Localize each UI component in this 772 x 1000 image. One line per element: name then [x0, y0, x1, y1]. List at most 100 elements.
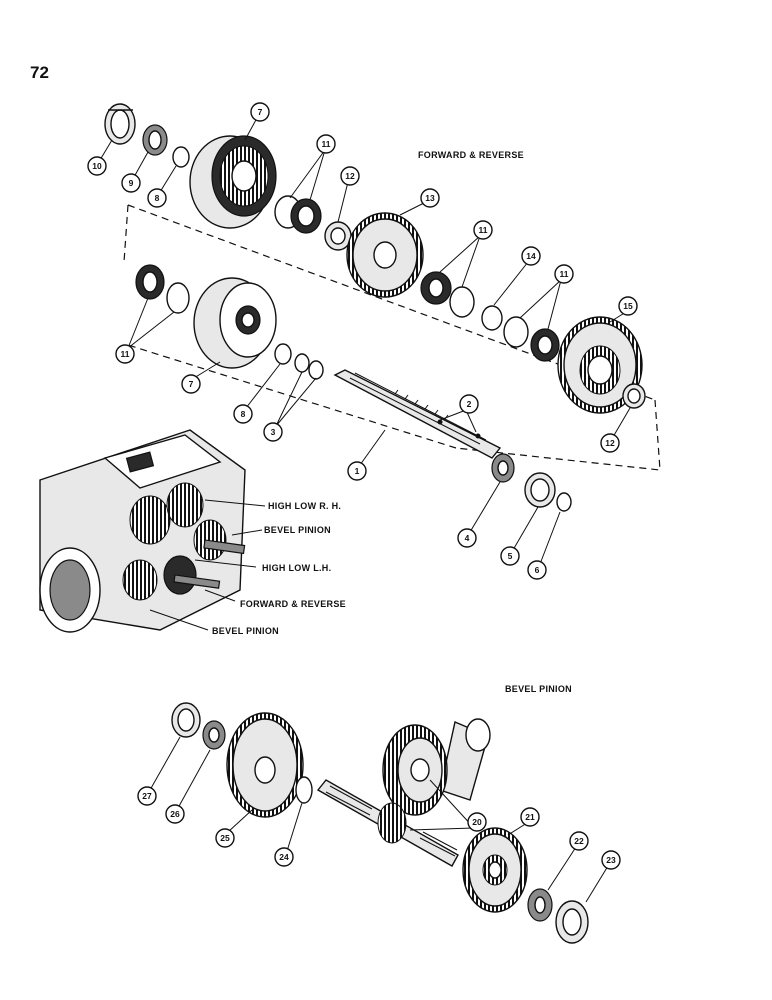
part-11-seal-ring-left — [166, 282, 190, 314]
part-11-seal-ring-mid — [449, 286, 475, 318]
part-10-bearing-cup — [104, 103, 136, 145]
part-20-bevel-gear — [382, 718, 491, 816]
callout-22: 22 — [569, 831, 589, 851]
svg-text:26: 26 — [170, 809, 180, 819]
part-1-shaft — [333, 369, 502, 459]
callout-15: 15 — [618, 296, 638, 316]
part-27-bearing-cup — [171, 702, 201, 738]
svg-text:20: 20 — [472, 817, 482, 827]
callout-7-lower: 7 — [181, 374, 201, 394]
callout-14: 14 — [521, 246, 541, 266]
part-6-ring — [556, 492, 572, 512]
part-26-bearing-cone — [202, 720, 226, 750]
callout-12-right: 12 — [600, 433, 620, 453]
label-bevel-pinion-section: BEVEL PINION — [505, 684, 572, 694]
part-8-snap-ring — [172, 146, 190, 168]
part-11-seal-ring-right — [503, 316, 529, 348]
svg-text:14: 14 — [526, 251, 536, 261]
svg-text:25: 25 — [220, 833, 230, 843]
label-bevel-pinion-1: BEVEL PINION — [264, 525, 331, 535]
callout-11-top: 11 — [316, 134, 336, 154]
callout-9: 9 — [121, 173, 141, 193]
svg-text:2: 2 — [467, 399, 472, 409]
svg-text:12: 12 — [605, 438, 615, 448]
svg-text:23: 23 — [606, 855, 616, 865]
transmission-case — [39, 429, 246, 633]
forward-reverse-group — [104, 103, 661, 512]
part-11-bearing-mid — [420, 271, 452, 305]
callout-5: 5 — [500, 546, 520, 566]
callout-11-left: 11 — [115, 344, 135, 364]
callout-4: 4 — [457, 528, 477, 548]
svg-text:8: 8 — [241, 409, 246, 419]
part-24-snap-ring — [295, 776, 313, 804]
part-7-clutch-housing-lower — [193, 277, 277, 369]
label-bevel-pinion-2: BEVEL PINION — [212, 626, 279, 636]
callout-3: 3 — [263, 422, 283, 442]
part-23-bearing-cup — [555, 900, 589, 944]
part-11-bearing-right — [530, 328, 560, 362]
callout-10: 10 — [87, 156, 107, 176]
callout-7: 7 — [250, 102, 270, 122]
svg-text:11: 11 — [479, 225, 488, 235]
part-2-ball-a — [437, 419, 443, 425]
part-20-pinion-shaft — [316, 779, 459, 867]
callout-1: 1 — [347, 461, 367, 481]
svg-text:22: 22 — [574, 836, 584, 846]
callout-27: 27 — [137, 786, 157, 806]
part-8-snap-ring-lower — [274, 343, 292, 365]
part-2-ball-b — [475, 433, 481, 439]
part-9-bearing-cone — [142, 124, 168, 156]
svg-text:5: 5 — [508, 551, 513, 561]
callout-2: 2 — [459, 394, 479, 414]
label-forward-reverse-case: FORWARD & REVERSE — [240, 599, 346, 609]
svg-text:9: 9 — [129, 178, 134, 188]
part-14-ring — [481, 305, 503, 331]
label-high-low-lh: HIGH LOW L.H. — [262, 563, 331, 573]
svg-text:7: 7 — [258, 107, 263, 117]
svg-text:1: 1 — [355, 466, 360, 476]
callout-25: 25 — [215, 828, 235, 848]
callout-13: 13 — [420, 188, 440, 208]
part-25-gear — [226, 712, 304, 818]
svg-text:12: 12 — [345, 171, 355, 181]
svg-text:10: 10 — [92, 161, 102, 171]
part-21-gear — [462, 827, 528, 913]
part-3-ring-a — [294, 353, 310, 373]
svg-text:24: 24 — [279, 852, 289, 862]
part-7-clutch-housing-top — [189, 135, 277, 229]
callout-8-lower: 8 — [233, 404, 253, 424]
svg-text:8: 8 — [155, 193, 160, 203]
svg-text:21: 21 — [525, 812, 535, 822]
part-12-bearing — [324, 221, 352, 251]
svg-text:4: 4 — [465, 533, 470, 543]
callout-11-mid: 11 — [473, 220, 493, 240]
part-11-bearing — [290, 198, 322, 234]
callout-11-right: 11 — [554, 264, 574, 284]
callout-6: 6 — [527, 560, 547, 580]
part-13-gear — [346, 212, 424, 298]
callout-12-top: 12 — [340, 166, 360, 186]
page-number: 72 — [30, 63, 49, 82]
part-4-bearing-cone — [491, 453, 515, 483]
callout-26: 26 — [165, 804, 185, 824]
callout-20: 20 — [467, 812, 487, 832]
part-12-bearing-right — [622, 383, 646, 409]
svg-text:13: 13 — [425, 193, 435, 203]
svg-text:15: 15 — [623, 301, 633, 311]
dashed-group-line — [123, 204, 661, 471]
part-5-bearing-cup — [524, 472, 556, 508]
svg-text:7: 7 — [189, 379, 194, 389]
part-11-bearing-left — [135, 264, 165, 300]
callout-21: 21 — [520, 807, 540, 827]
callout-23: 23 — [601, 850, 621, 870]
svg-text:11: 11 — [322, 139, 331, 149]
part-22-bearing-cone — [527, 888, 553, 922]
svg-text:11: 11 — [560, 269, 569, 279]
label-high-low-rh: HIGH LOW R. H. — [268, 501, 341, 511]
svg-text:3: 3 — [271, 427, 276, 437]
svg-text:11: 11 — [121, 349, 130, 359]
callouts: 10 9 8 7 11 12 13 11 14 11 15 12 11 7 8 … — [87, 102, 638, 903]
label-forward-reverse: FORWARD & REVERSE — [418, 150, 524, 160]
